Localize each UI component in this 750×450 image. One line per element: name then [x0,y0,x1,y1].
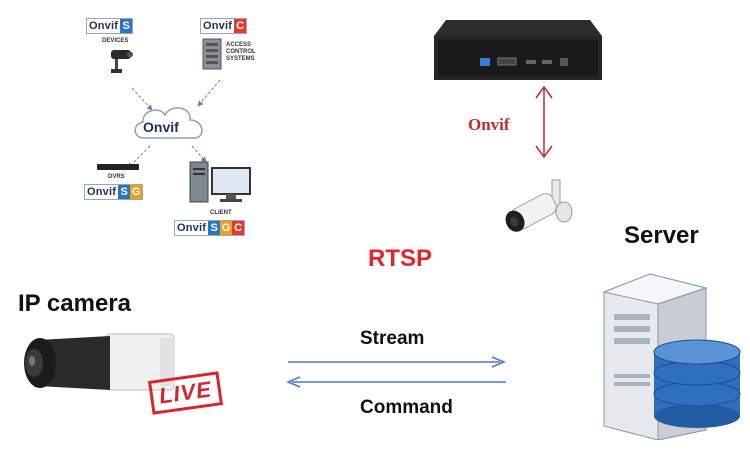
flow-arrows [286,356,506,388]
server-database-icon [602,273,741,440]
profile-g-tag: G [220,221,233,235]
ip-camera-label: IP camera [18,290,131,317]
devices-profile-badge: Onvif S [86,18,134,34]
cloud-onvif-text: Onvif [143,119,179,135]
profile-c-tag: C [232,221,245,235]
dvrs-label: DVRS [108,174,125,180]
client-profile-badge: Onvif S G C [174,220,246,236]
profile-s-tag: S [120,19,133,33]
onvif-profile-panel: Onvif S DEVICES Onvif C ACCESS CONTROL S… [80,14,290,242]
devices-label: DEVICES [102,38,129,44]
client-label: CLIENT [210,210,232,216]
access-connector [197,79,221,107]
nvr-recorder-icon [434,20,602,80]
server-label: Server [624,222,699,249]
access-panel-icon [202,38,222,70]
onvif-link-label: Onvif [468,115,510,134]
bullet-camera-icon [505,179,573,232]
onvif-cloud-icon [134,107,203,139]
profile-c-tag: C [234,19,247,33]
live-stamp-text: LIVE [157,376,214,409]
bidirectional-link-arrow [535,85,553,159]
stream-label: Stream [360,328,425,349]
rtsp-label: RTSP [368,245,433,272]
dvr-icon [97,164,139,170]
command-label: Command [360,397,453,418]
dvrs-profile-badge: Onvif S G [84,184,144,200]
client-connector [191,145,207,163]
box-ip-camera-icon [24,333,175,391]
access-control-label: ACCESS CONTROL SYSTEMS [226,42,256,62]
database-stack [653,339,741,428]
access-control-profile-badge: Onvif C [200,18,248,34]
profile-s-tag: S [118,185,131,199]
profile-s-tag: S [208,221,221,235]
client-computer-icon [189,161,251,203]
security-camera-icon [111,50,133,73]
profile-g-tag: G [130,185,143,199]
